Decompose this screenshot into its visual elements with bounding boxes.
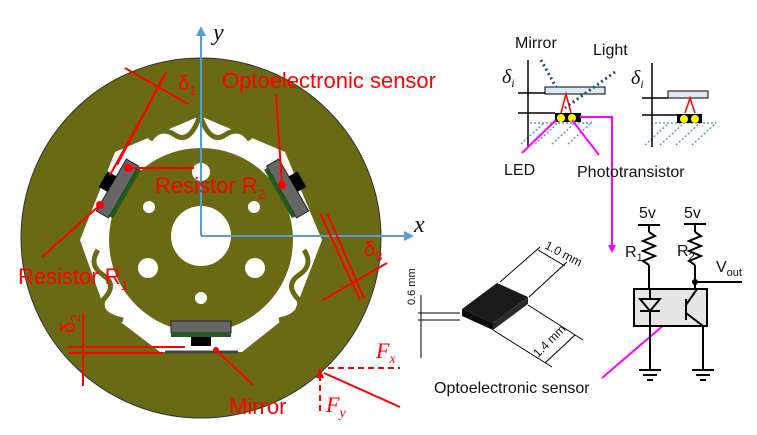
supply-5v-1: 5v <box>639 205 656 222</box>
flexure-beam <box>91 248 124 323</box>
vout-label: Vout <box>716 259 742 279</box>
x-axis-label: x <box>413 212 425 238</box>
phototransistor-label: Phototransistor <box>577 164 685 181</box>
hole <box>195 292 207 304</box>
hole <box>143 201 155 213</box>
sensor-board-left <box>95 158 141 219</box>
hole <box>245 258 265 278</box>
fy-label: Fy <box>325 392 346 421</box>
hole <box>138 258 158 278</box>
axes <box>196 26 414 241</box>
dim-height: 0.6 mm <box>406 268 418 305</box>
delta-i-label-2: δi <box>631 67 644 91</box>
delta2-label: δ2 <box>58 315 83 333</box>
delta1-label: δ1 <box>178 73 196 98</box>
principle-sketch <box>518 59 717 379</box>
sensor-board-bottom <box>165 320 238 354</box>
red-annotation-lines <box>41 67 401 415</box>
light-label: Light <box>593 42 628 59</box>
mirror-label-red: Mirror <box>229 394 286 419</box>
ground-hatch <box>520 121 717 146</box>
circuit-schematic <box>633 223 742 381</box>
resistor-r2-label: Resistor R2 <box>155 173 266 202</box>
mirror-plate <box>544 86 606 95</box>
supply-5v-2: 5v <box>684 205 701 222</box>
dim-length: 1.4 mm <box>530 322 568 360</box>
sensor-photo <box>418 246 584 368</box>
led-label: LED <box>504 162 535 179</box>
r2-label: R2 <box>677 243 695 263</box>
flexure-beam <box>278 248 311 323</box>
hole <box>248 201 260 213</box>
pointer-lines <box>521 116 673 379</box>
optoelectronic-sensor-label: Optoelectronic sensor <box>222 68 436 93</box>
r1-label: R1 <box>625 244 643 264</box>
sensor-photo-label: Optoelectronic sensor <box>434 380 590 397</box>
y-axis-label: y <box>211 20 224 46</box>
resistor-r1-label: Resistor R1 <box>18 264 129 293</box>
sensor-board-right <box>264 158 310 219</box>
light-rays <box>539 59 616 110</box>
mirror-label: Mirror <box>515 35 557 52</box>
fx-label: Fx <box>375 338 396 367</box>
delta3-label: δ3 <box>364 239 382 264</box>
delta-i-label: δi <box>502 66 515 90</box>
mirror-plate <box>667 90 709 99</box>
annotation-dots <box>96 164 324 378</box>
